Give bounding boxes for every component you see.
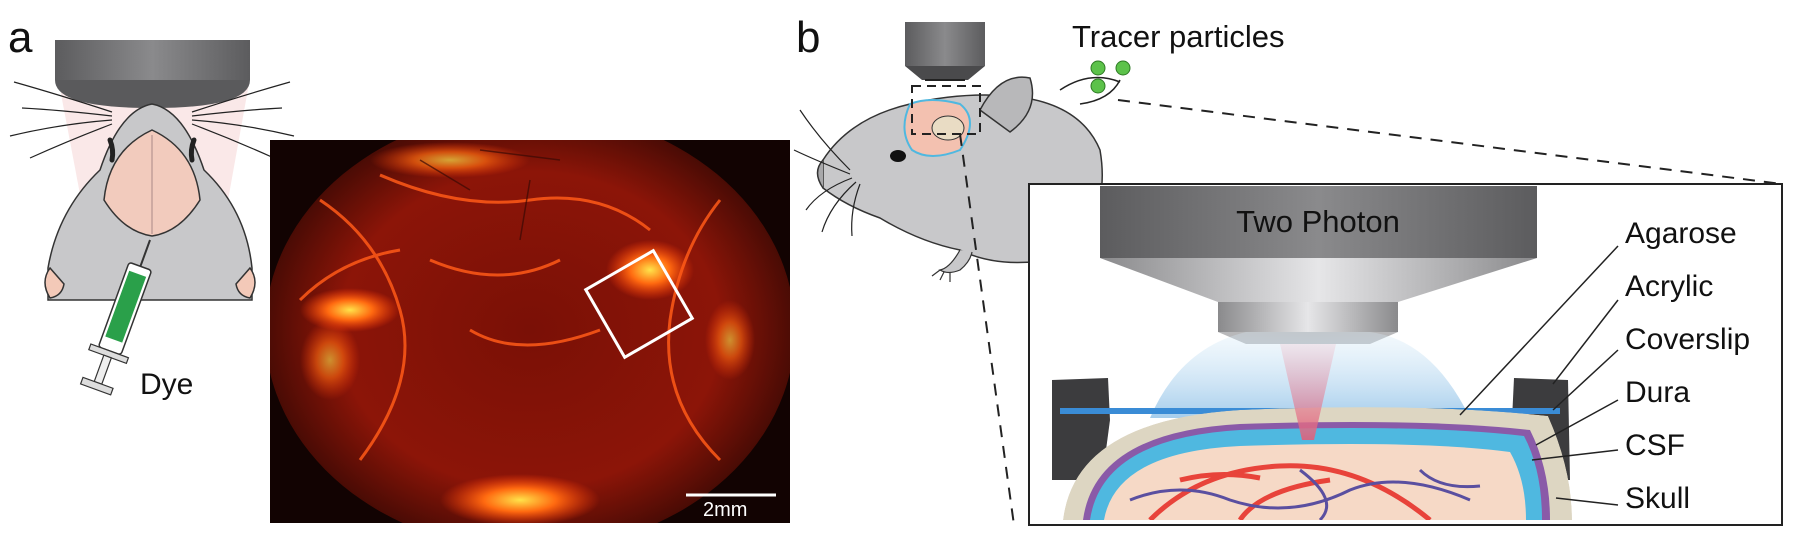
laser-beam [1280,344,1336,440]
two-photon-label: Two Photon [1236,204,1400,239]
fluorescence-image: 2mm [270,140,790,523]
label-agarose: Agarose [1625,217,1737,250]
right-ear [235,266,256,299]
mouse-head-top-view [9,81,295,301]
label-coverslip: Coverslip [1625,323,1750,356]
dye-label: Dye [140,368,193,401]
label-dura: Dura [1625,376,1690,409]
objective-a [55,40,250,108]
label-acrylic: Acrylic [1625,270,1713,303]
panel-b-letter: b [796,13,820,62]
panel-a-letter: a [8,13,33,62]
tracer-label: Tracer particles [1072,19,1284,54]
right-eye [188,137,197,163]
scale-bar-label: 2mm [703,499,747,521]
eye-side [890,150,906,162]
roi-box [583,248,695,360]
zoom-lines [959,99,1783,526]
blue-vessels [1129,468,1481,520]
syringe [79,239,152,396]
whiskers-b [793,109,861,237]
acrylic-left [1052,378,1110,480]
zoom-region [911,85,981,135]
label-csf: CSF [1625,429,1685,462]
tracer-particles [1090,60,1131,94]
objective-small [905,22,985,81]
whiskers-a [9,81,295,159]
inset-panel: Two Photon [1028,183,1783,526]
label-skull: Skull [1625,482,1690,515]
ear-side [979,76,1034,133]
left-eye [107,137,116,163]
left-ear [44,266,65,299]
two-photon-objective: Two Photon [1100,186,1537,344]
callout-lines [1459,245,1619,506]
